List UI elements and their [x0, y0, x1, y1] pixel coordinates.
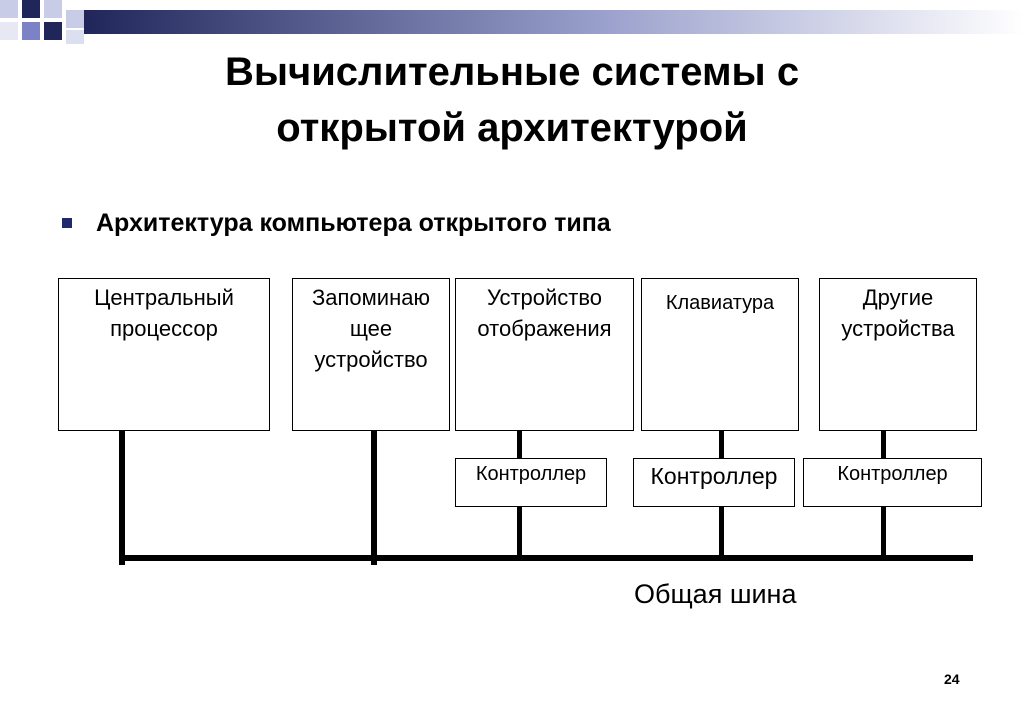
device-label: отображения [477, 316, 612, 341]
device-box-display: Устройство отображения [455, 278, 634, 431]
controller-box-display: Контроллер [455, 458, 607, 507]
common-bus-line [120, 555, 973, 561]
header-decoration [0, 0, 1024, 44]
device-label: процессор [110, 316, 218, 341]
page-number: 24 [944, 671, 960, 687]
device-box-keyboard: Клавиатура [641, 278, 799, 431]
controller-label: Контроллер [475, 463, 587, 485]
device-label: Запоминаю [312, 285, 430, 310]
keyboard-connector-upper [719, 430, 724, 458]
display-connector-lower [517, 507, 522, 557]
cpu-connector [119, 430, 125, 565]
header-bar [0, 0, 1024, 44]
other-connector-lower [881, 507, 886, 557]
keyboard-connector-lower [719, 507, 724, 557]
title-line-1: Вычислительные системы с [224, 50, 800, 94]
device-box-other: Другие устройства [819, 278, 977, 431]
device-label: Клавиатура [665, 292, 775, 314]
device-box-cpu: Центральный процессор [58, 278, 270, 431]
bus-label: Общая шина [634, 579, 797, 609]
device-label: Устройство [486, 285, 603, 310]
device-label: Другие [862, 285, 934, 310]
display-connector-upper [517, 430, 522, 458]
device-box-memory: Запоминаю щее устройство [292, 278, 450, 431]
other-connector-upper [881, 430, 886, 458]
device-label: Центральный [94, 285, 234, 310]
square-bullet-icon [62, 218, 72, 228]
controller-label: Контроллер [837, 463, 948, 485]
device-label: щее [349, 316, 393, 341]
controller-box-other: Контроллер [803, 458, 982, 507]
device-label: устройства [841, 316, 955, 341]
slide-title: Вычислительные системы с открытой архите… [100, 44, 924, 156]
title-line-2: открытой архитектурой [276, 106, 748, 150]
device-label: устройство [314, 347, 428, 372]
memory-connector [371, 430, 377, 565]
controller-label: Контроллер [650, 463, 778, 489]
bullet-text: Архитектура компьютера открытого типа [96, 209, 611, 237]
controller-box-keyboard: Контроллер [633, 458, 795, 507]
